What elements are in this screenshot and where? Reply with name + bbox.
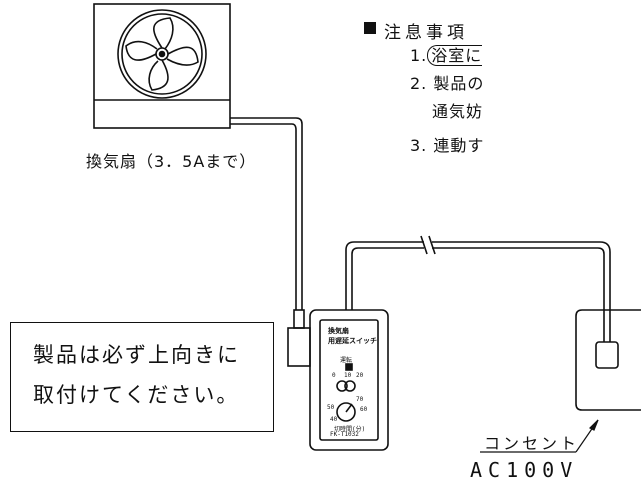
switch-title-line-2: 用遅延スイッチ <box>328 337 377 345</box>
switch-led-label: 運転 <box>340 357 353 364</box>
orientation-note-box: 製品は必ず上向きに 取付けてください。 <box>10 322 274 432</box>
switch-dial-label-20: 20 <box>356 372 364 379</box>
switch-dial-label-0: 0 <box>332 372 336 379</box>
outlet-illustration <box>575 309 641 411</box>
fan-illustration <box>93 3 231 129</box>
outlet-cord <box>345 235 619 369</box>
switch-dial-label-60: 60 <box>360 406 368 413</box>
notes-title-mark <box>364 22 376 34</box>
note-item-2-num: 2. <box>410 74 428 93</box>
note-item-1: 1.浴室に <box>410 42 483 66</box>
switch-bottom-label: 切時間(分) <box>334 426 366 433</box>
switch-title-line-1: 換気扇 <box>328 327 349 335</box>
note-item-1-num: 1. <box>410 46 428 65</box>
note-item-3-text: 連動す <box>433 136 485 155</box>
note-item-2: 2. 製品の <box>410 70 484 94</box>
note-box-line-1: 製品は必ず上向きに <box>33 343 240 367</box>
fan-label: 換気扇（3．5Aまで） <box>86 152 257 171</box>
note-item-2-text: 製品の <box>433 74 485 93</box>
outlet-leader-line <box>480 419 599 453</box>
note-item-3: 3. 連動す <box>410 132 484 156</box>
note-item-3-num: 3. <box>410 136 428 155</box>
switch-model: FK-T1032 <box>330 431 359 438</box>
notes-title: 注息事項 <box>384 23 468 43</box>
note-item-2-cont-text: 通気妨 <box>432 102 484 121</box>
note-item-1-text: 浴室に <box>427 45 483 66</box>
fan-cord <box>230 117 311 367</box>
switch-dial-label-50: 50 <box>327 404 335 411</box>
switch-dial-label-40: 40 <box>330 416 338 423</box>
switch-illustration <box>309 309 389 451</box>
note-item-2-cont: 通気妨 <box>432 98 483 122</box>
outlet-label: コンセント <box>484 434 580 453</box>
note-box-line-2: 取付けてください。 <box>33 383 240 407</box>
switch-dial-label-70: 70 <box>356 396 364 403</box>
voltage-label: AC100V <box>470 458 579 482</box>
switch-dial-label-10: 10 <box>344 372 352 379</box>
